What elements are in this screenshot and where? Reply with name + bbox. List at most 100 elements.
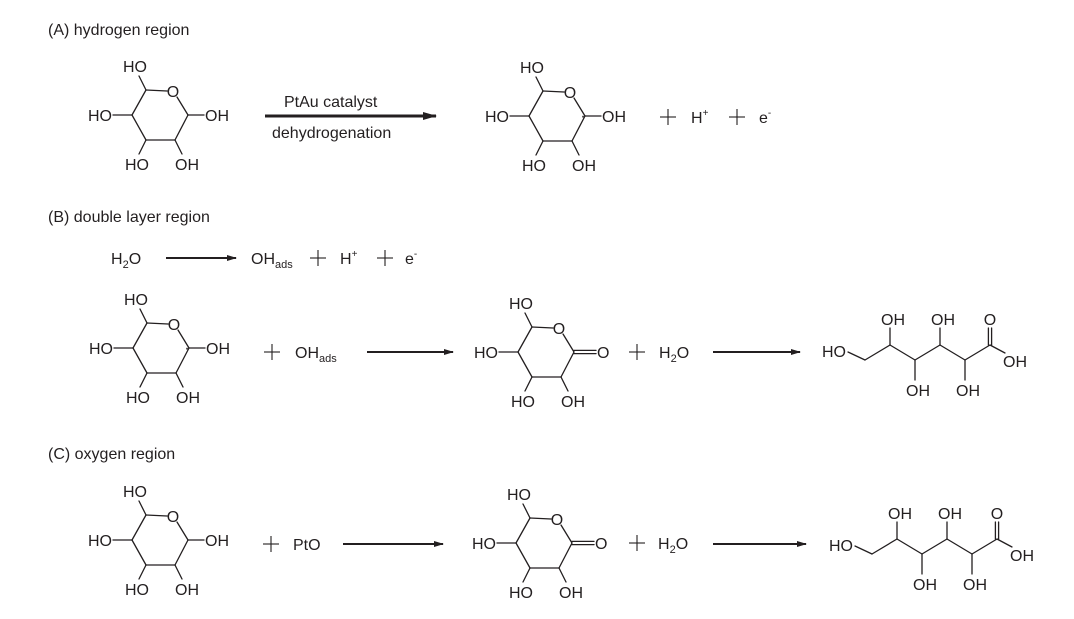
substituent-bond bbox=[139, 372, 148, 388]
section-a-title: (A) hydrogen region bbox=[48, 22, 189, 39]
ring-bond bbox=[145, 89, 168, 92]
pto-reagent: PtO bbox=[293, 537, 321, 554]
chain-bond bbox=[854, 545, 873, 555]
ring-bond bbox=[174, 114, 189, 141]
chain-bond bbox=[864, 344, 891, 361]
chain-bond bbox=[921, 538, 948, 555]
substituent-bond bbox=[138, 500, 147, 516]
plus-sign bbox=[729, 109, 745, 125]
ring-bond bbox=[131, 114, 147, 141]
hydroxyl-label: HO bbox=[124, 292, 148, 309]
hydroxyl-label: OH bbox=[176, 390, 200, 407]
proton: H+ bbox=[691, 108, 709, 127]
ring-bond bbox=[176, 96, 189, 116]
electron: e- bbox=[405, 249, 417, 268]
hydroxyl-label: HO bbox=[88, 533, 112, 550]
substituent-bond bbox=[138, 75, 147, 91]
substituent-bond bbox=[174, 564, 183, 580]
ring-bond bbox=[531, 326, 554, 329]
hydroxyl-label: OH bbox=[888, 506, 912, 523]
substituent-bond bbox=[522, 503, 531, 519]
plus-sign bbox=[660, 109, 676, 125]
section-c-title: (C) oxygen region bbox=[48, 446, 175, 463]
ring-bond bbox=[131, 514, 147, 541]
hydroxyl-label: OH bbox=[963, 577, 987, 594]
ring-bond bbox=[174, 539, 189, 566]
hydroxyl-label: OH bbox=[931, 312, 955, 329]
hydroxyl-label: HO bbox=[123, 59, 147, 76]
hydroxyl-label: OH bbox=[938, 506, 962, 523]
chain-bond bbox=[889, 344, 916, 361]
ring-oxygen: O bbox=[168, 317, 180, 334]
ring-bond bbox=[528, 115, 544, 142]
hydroxyl-label: HO bbox=[520, 60, 544, 77]
substituent-bond bbox=[558, 567, 567, 583]
hydroxyl-label: HO bbox=[472, 536, 496, 553]
substituent-bond bbox=[524, 376, 533, 392]
carbonyl-oxygen: O bbox=[597, 345, 609, 362]
proton: H+ bbox=[340, 249, 358, 268]
ring-bond bbox=[562, 333, 575, 353]
ring-bond bbox=[146, 322, 169, 325]
ring-oxygen: O bbox=[553, 321, 565, 338]
water-reactant: H2O bbox=[111, 251, 141, 271]
ring-oxygen: O bbox=[564, 85, 576, 102]
oh-ads-reagent: OHads bbox=[295, 345, 337, 365]
hydroxyl-label: OH bbox=[602, 109, 626, 126]
hydroxyl-label: HO bbox=[485, 109, 509, 126]
water-product: H2O bbox=[658, 536, 688, 556]
hydroxyl-label: HO bbox=[89, 341, 113, 358]
hydroxyl-label: OH bbox=[913, 577, 937, 594]
ring-bond bbox=[542, 90, 565, 93]
carbonyl-oxygen: O bbox=[595, 536, 607, 553]
radical-dot: · bbox=[184, 340, 189, 357]
hydroxyl-label: HO bbox=[509, 296, 533, 313]
ring-bond bbox=[176, 521, 189, 541]
hydroxyl-label: OH bbox=[906, 383, 930, 400]
ring-bond bbox=[132, 322, 148, 349]
ring-oxygen: O bbox=[551, 512, 563, 529]
hydroxyl-label: OH bbox=[206, 341, 230, 358]
substituent-bond bbox=[138, 564, 147, 580]
substituent-bond bbox=[560, 376, 569, 392]
substituent-bond bbox=[522, 567, 531, 583]
hydroxyl-label: HO bbox=[522, 158, 546, 175]
section-b-title: (B) double layer region bbox=[48, 209, 210, 226]
hydroxyl-label: OH bbox=[561, 394, 585, 411]
hydroxyl-label: OH bbox=[205, 533, 229, 550]
hydroxyl-label: HO bbox=[125, 582, 149, 599]
hydroxyl-label: OH bbox=[572, 158, 596, 175]
ring-bond bbox=[175, 347, 190, 374]
ring-bond bbox=[571, 115, 586, 142]
hydroxyl-label: HO bbox=[88, 108, 112, 125]
chain-bond bbox=[847, 351, 866, 361]
ring-bond bbox=[573, 97, 586, 117]
acid-hydroxyl-label: OH bbox=[1003, 354, 1027, 371]
substituent-bond bbox=[535, 140, 544, 156]
acid-hydroxyl-label: OH bbox=[1010, 548, 1034, 565]
hydroxyl-label: OH bbox=[881, 312, 905, 329]
hydroxyl-label: OH bbox=[175, 157, 199, 174]
hydroxyl-label: OH bbox=[956, 383, 980, 400]
chain-bond bbox=[996, 538, 1013, 548]
hydroxyl-label: HO bbox=[829, 538, 853, 555]
electron: e- bbox=[759, 108, 771, 127]
hydroxyl-label: HO bbox=[511, 394, 535, 411]
chain-bond bbox=[896, 538, 923, 555]
ring-bond bbox=[131, 539, 147, 566]
substituent-bond bbox=[138, 139, 147, 155]
ring-bond bbox=[132, 347, 148, 374]
ring-oxygen: O bbox=[167, 84, 179, 101]
carbonyl-oxygen: O bbox=[984, 312, 996, 329]
plus-sign bbox=[629, 535, 645, 551]
hydroxyl-label: OH bbox=[205, 108, 229, 125]
water-product: H2O bbox=[659, 345, 689, 365]
chain-bond bbox=[946, 538, 973, 555]
ring-bond bbox=[515, 542, 531, 569]
